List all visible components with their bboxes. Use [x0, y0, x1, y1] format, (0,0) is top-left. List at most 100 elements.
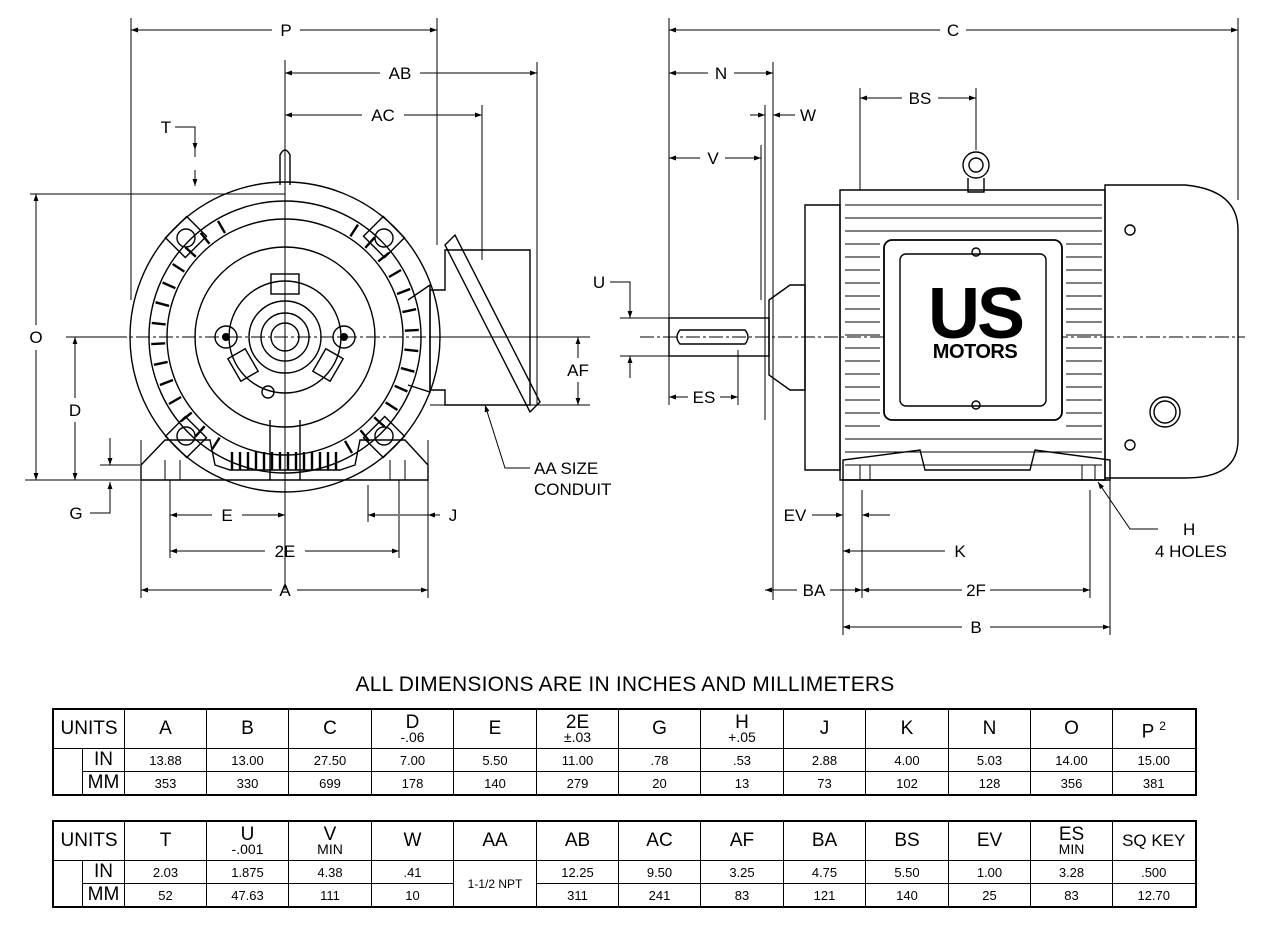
conduit-note-line2: CONDUIT: [534, 480, 611, 499]
table-cell: 4.38: [288, 860, 372, 884]
table-cell: 25: [948, 883, 1031, 908]
table-cell: 13.00: [206, 748, 289, 772]
header-cell: D-.06: [371, 708, 454, 749]
table-cell: 13: [700, 771, 784, 796]
header-cell: O: [1030, 708, 1113, 749]
header-cell: EV: [948, 820, 1031, 861]
header-cell: K: [865, 708, 949, 749]
table-cell: 5.50: [453, 748, 537, 772]
table-cell: .78: [618, 748, 701, 772]
table-cell: 52: [124, 883, 207, 908]
table-cell: 356: [1030, 771, 1113, 796]
table-cell: 140: [865, 883, 949, 908]
side-view: US MOTORS: [610, 18, 1245, 635]
header-cell: H+.05: [700, 708, 784, 749]
table-cell: 4.75: [783, 860, 866, 884]
dim-label-K: K: [954, 542, 966, 561]
unit-label: MM: [82, 883, 125, 908]
table-cell: 13.88: [124, 748, 207, 772]
table-cell: 381: [1112, 771, 1196, 796]
header-cell: AC: [618, 820, 701, 861]
table-cell: 178: [371, 771, 454, 796]
dim-label-EV: EV: [784, 506, 807, 525]
table-cell: .500: [1112, 860, 1196, 884]
dim-label-BS: BS: [909, 89, 932, 108]
dim-label-H: H: [1183, 520, 1195, 539]
dim-label-J: J: [449, 506, 458, 525]
header-cell: BS: [865, 820, 949, 861]
table-cell: 128: [948, 771, 1031, 796]
table-cell: 2.88: [783, 748, 866, 772]
unit-label: IN: [82, 748, 125, 772]
dim-label-O: O: [29, 328, 42, 347]
us-motors-logo-sub: MOTORS: [933, 341, 1018, 363]
table-cell: 27.50: [288, 748, 372, 772]
table-cell: 7.00: [371, 748, 454, 772]
dim-label-V: V: [707, 149, 719, 168]
header-cell: E: [453, 708, 537, 749]
table-cell: 3.25: [700, 860, 784, 884]
dim-label-W: W: [800, 106, 816, 125]
table-cell: 2.03: [124, 860, 207, 884]
table-cell: 121: [783, 883, 866, 908]
table-cell: 330: [206, 771, 289, 796]
table-cell: 102: [865, 771, 949, 796]
header-cell: A: [124, 708, 207, 749]
table-cell: 15.00: [1112, 748, 1196, 772]
table-cell: 3.28: [1030, 860, 1113, 884]
header-cell: AF: [700, 820, 784, 861]
table-cell: 5.50: [865, 860, 949, 884]
dim-label-A: A: [279, 581, 291, 600]
header-cell: N: [948, 708, 1031, 749]
table-row-in: IN 13.88 13.00 27.50 7.00 5.50 11.00 .78…: [53, 748, 1196, 795]
front-view: [25, 18, 590, 598]
header-cell: G: [618, 708, 701, 749]
table-cell: 111: [288, 883, 372, 908]
conduit-note-line1: AA SIZE: [534, 459, 598, 478]
unit-label: MM: [82, 771, 125, 796]
dim-label-B: B: [970, 618, 981, 637]
header-cell: BA: [783, 820, 866, 861]
dim-label-E: E: [221, 506, 232, 525]
table-cell: 4.00: [865, 748, 949, 772]
header-cell: SQ KEY: [1112, 820, 1196, 861]
table-cell: 241: [618, 883, 701, 908]
table-cell: 20: [618, 771, 701, 796]
table-cell: .53: [700, 748, 784, 772]
table-cell: 353: [124, 771, 207, 796]
header-cell: J: [783, 708, 866, 749]
motor-dimension-drawing: P AB AC T O D G E 2E A J AF AA SIZE COND…: [25, 18, 1245, 637]
table-cell: 83: [700, 883, 784, 908]
dimension-table-1: UNITS A B C D-.06 E 2E±.03 G H+.05 J K N…: [52, 708, 1197, 796]
us-motors-logo-main: US: [928, 274, 1023, 354]
dim-label-C: C: [947, 21, 959, 40]
header-cell: W: [371, 820, 454, 861]
header-cell: P 2: [1112, 708, 1196, 749]
table-cell: 1.875: [206, 860, 289, 884]
table-cell: 279: [536, 771, 619, 796]
table-cell: 12.25: [536, 860, 619, 884]
dim-label-D: D: [69, 401, 81, 420]
header-cell: 2E±.03: [536, 708, 619, 749]
table-title: ALL DIMENSIONS ARE IN INCHES AND MILLIME…: [355, 673, 895, 696]
units-header: UNITS: [52, 708, 125, 749]
dim-label-AB: AB: [389, 64, 412, 83]
table-cell: 10: [371, 883, 454, 908]
table-cell: 5.03: [948, 748, 1031, 772]
table-cell: 14.00: [1030, 748, 1113, 772]
table-cell: 83: [1030, 883, 1113, 908]
dim-label-2F: 2F: [966, 581, 986, 600]
dim-label-U: U: [593, 273, 605, 292]
unit-label: IN: [82, 860, 125, 884]
table-cell: 11.00: [536, 748, 619, 772]
dim-label-ES: ES: [693, 388, 716, 407]
table-cell: 47.63: [206, 883, 289, 908]
table-cell: 311: [536, 883, 619, 908]
header-cell: C: [288, 708, 372, 749]
dim-label-AC: AC: [371, 106, 395, 125]
table-cell: 699: [288, 771, 372, 796]
